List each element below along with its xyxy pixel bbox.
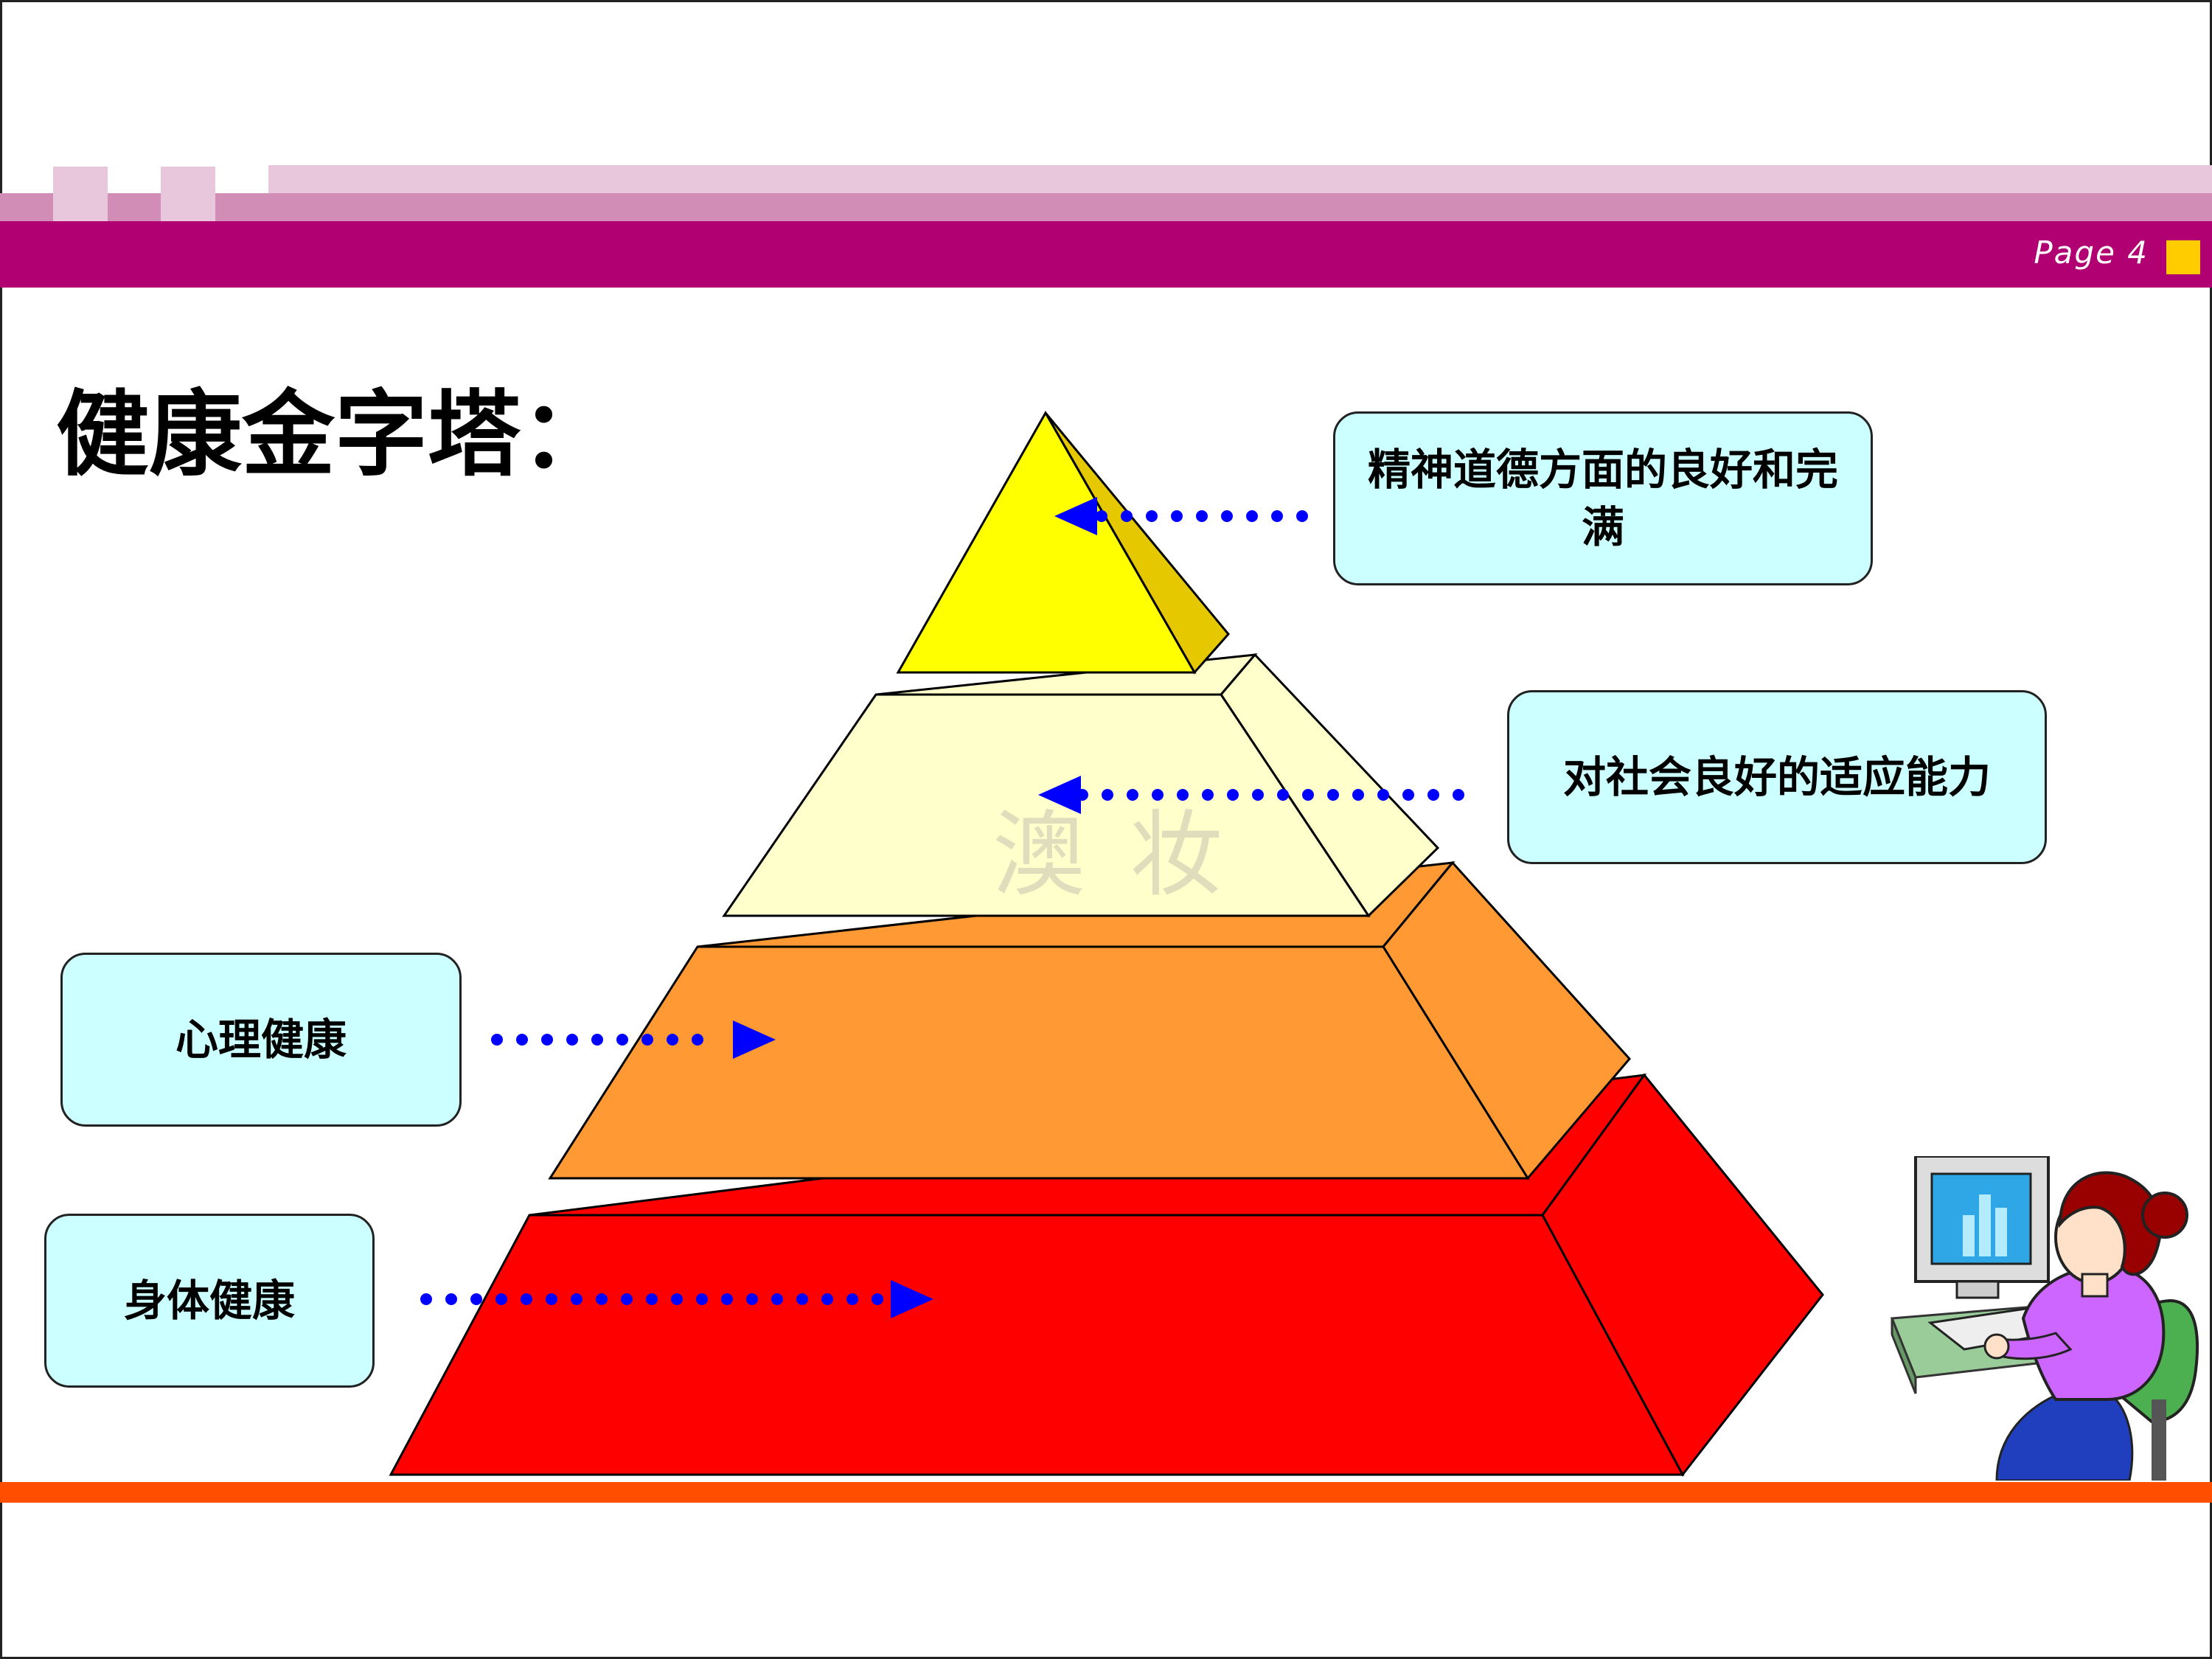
page-marker-square: [2166, 240, 2200, 274]
footer-bar: [0, 1482, 2212, 1503]
arrow-second: [1038, 776, 1464, 814]
slide-title: 健康金字塔：: [56, 380, 613, 489]
header-band-light: [268, 165, 2212, 193]
label-second-level: 对社会良好的适应能力: [1507, 690, 2047, 864]
label-base-level: 身体健康: [44, 1214, 375, 1388]
watermark: 澳妆: [992, 801, 1267, 909]
header-band-dark: [0, 221, 2212, 288]
arrow-top: [1054, 497, 1308, 535]
header-square-1: [53, 167, 108, 221]
header-band-mid: [0, 193, 2212, 221]
header-square-2: [161, 167, 215, 221]
arrow-base: [420, 1280, 933, 1318]
woman-at-computer-icon: [1890, 1156, 2199, 1481]
label-third-level: 心理健康: [60, 953, 462, 1127]
page-number: Page 4: [2034, 234, 2149, 271]
pyramid-level-third: [548, 860, 1631, 1180]
label-top-level: 精神道德方面的良好和完满: [1333, 411, 1873, 585]
pyramid-level-top: [896, 410, 1230, 675]
arrow-third: [491, 1020, 776, 1059]
